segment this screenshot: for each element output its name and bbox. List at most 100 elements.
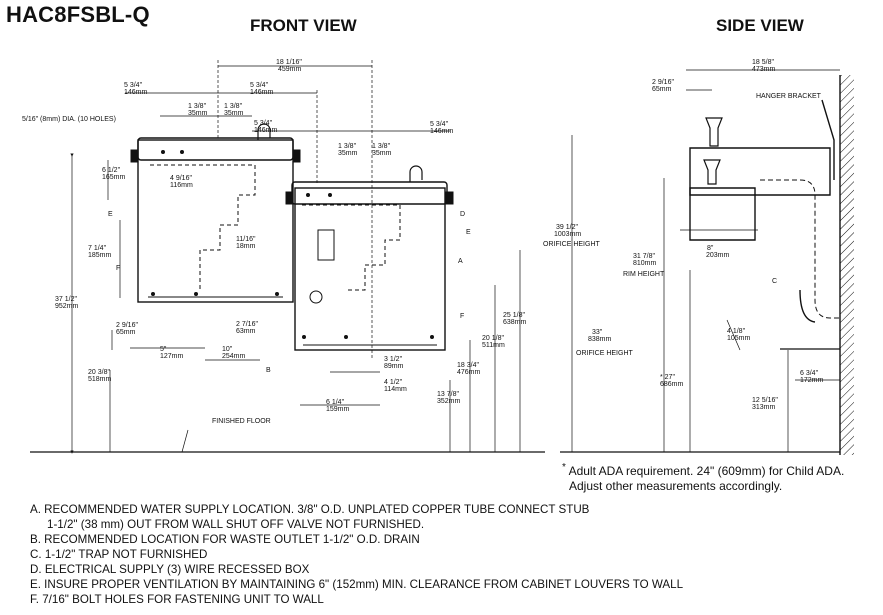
dim-lower-bolt-left-in: 1 3/8" — [338, 143, 357, 150]
dim-overall-width-in: 18 1/16" — [276, 59, 302, 66]
note-a: A. RECOMMENDED WATER SUPPLY LOCATION. 3/… — [30, 503, 590, 516]
dim-upper-unit-right-in: 5 3/4" — [254, 120, 273, 127]
dim-3-1-2-in: 3 1/2" — [384, 356, 403, 363]
callout-b: B — [266, 367, 271, 374]
dim-18-3-4-mm: 476mm — [457, 369, 481, 376]
bolt-hole — [344, 335, 348, 339]
dim-39-1-2-in: 39 1/2" — [556, 224, 578, 231]
dim-side-8-mm: 203mm — [706, 252, 730, 259]
bolt-hole — [161, 150, 165, 154]
dim-4-1-2-mm: 114mm — [384, 386, 407, 393]
callout-f-right: F — [460, 313, 464, 320]
dim-10-mm: 254mm — [222, 353, 246, 360]
dim-11-16-mm: 18mm — [236, 243, 256, 250]
callout-e-left: E — [108, 211, 113, 218]
lower-mounting-plate — [302, 204, 401, 291]
dim-31-7-8-mm: 810mm — [633, 260, 657, 267]
dim-20-3-8-mm: 518mm — [88, 376, 112, 383]
dim-27-in: * 27" — [660, 374, 675, 381]
note-c: C. 1-1/2" TRAP NOT FURNISHED — [30, 548, 208, 561]
dim-lower-bolt-right-mm: 35mm — [372, 150, 392, 157]
dim-6-1-2-in: 6 1/2" — [102, 167, 121, 174]
lower-bubbler-side — [703, 159, 721, 185]
dim-5-in: 5" — [160, 346, 167, 353]
dim-6-3-4-mm: 172mm — [800, 377, 824, 384]
dim-overall-width-mm: 459mm — [278, 66, 302, 73]
dim-13-7-8-mm: 352mm — [437, 398, 461, 405]
dim-upper-bolt-left-in: 1 3/8" — [188, 103, 207, 110]
note-f: F. 7/16" BOLT HOLES FOR FASTENING UNIT T… — [30, 593, 324, 606]
dim-upper-unit-right-mm: 146mm — [254, 127, 278, 134]
lower-right-bumper — [445, 191, 454, 205]
dim-4-1-8-mm: 105mm — [727, 335, 751, 342]
dim-33-note: ORIFICE HEIGHT — [576, 350, 634, 357]
dim-20-1-8-mm: 511mm — [482, 342, 505, 349]
dim-6-1-4-in: 6 1/4" — [326, 399, 345, 406]
dim-5-mm: 127mm — [160, 353, 184, 360]
dim-upper-left-in: 5 3/4" — [124, 82, 143, 89]
bolt-hole — [194, 292, 198, 296]
bolt-hole — [306, 193, 310, 197]
dim-3-1-2-mm: 89mm — [384, 363, 404, 370]
bolt-hole — [180, 150, 184, 154]
dim-upper-right-in: 5 3/4" — [250, 82, 269, 89]
dim-upper-right-mm: 146mm — [250, 89, 274, 96]
footnote-star: * — [562, 462, 566, 473]
dim-33-in: 33" — [592, 329, 603, 336]
drain-pipe — [760, 179, 840, 319]
upper-left-bumper — [130, 149, 139, 163]
dim-lower-right-mm: 146mm — [430, 128, 454, 135]
technical-drawing: 18 1/16" 459mm 5 3/4" 146mm 5 3/4" 146mm… — [22, 59, 854, 455]
upper-unit-side — [689, 147, 831, 196]
footnote-line-1: Adult ADA requirement. 24" (609mm) for C… — [568, 464, 845, 478]
bolt-hole — [151, 292, 155, 296]
callout-f-left: F — [116, 265, 120, 272]
note-d: D. ELECTRICAL SUPPLY (3) WIRE RECESSED B… — [30, 563, 310, 576]
dim-side-depth-mm: 473mm — [752, 66, 776, 73]
dim-side-2-9-16-mm: 65mm — [652, 86, 672, 93]
dim-2-7-16-in: 2 7/16" — [236, 321, 258, 328]
lower-unit-top — [291, 181, 448, 205]
installation-notes: A. RECOMMENDED WATER SUPPLY LOCATION. 3/… — [30, 502, 683, 607]
lower-left-bumper — [285, 191, 294, 205]
lower-bubbler-icon — [409, 165, 423, 182]
ada-footnote: * Adult ADA requirement. 24" (609mm) for… — [562, 460, 844, 494]
finished-floor-label: FINISHED FLOOR — [212, 418, 271, 425]
dim-39-1-2-mm: 1003mm — [554, 231, 581, 238]
dim-25-1-8-mm: 638mm — [503, 319, 527, 326]
dim-2-9-16-mm: 65mm — [116, 329, 136, 336]
dim-20-3-8-in: 20 3/8" — [88, 369, 110, 376]
dim-upper-bolt-right-in: 1 3/8" — [224, 103, 243, 110]
dim-10-in: 10" — [222, 346, 233, 353]
dim-6-3-4-in: 6 3/4" — [800, 370, 819, 377]
dim-27-mm: 686mm — [660, 381, 684, 388]
dim-4-1-8-in: 4 1/8" — [727, 328, 746, 335]
dim-11-16-in: 11/16" — [236, 236, 256, 243]
dim-lower-bolt-left-mm: 35mm — [338, 150, 358, 157]
dim-lower-right-in: 5 3/4" — [430, 121, 449, 128]
bolt-hole — [430, 335, 434, 339]
dim-4-9-16-mm: 116mm — [170, 182, 193, 189]
upper-unit-top — [137, 137, 294, 161]
note-e: E. INSURE PROPER VENTILATION BY MAINTAIN… — [30, 578, 684, 591]
dim-2-9-16-in: 2 9/16" — [116, 322, 138, 329]
dim-31-7-8-in: 31 7/8" — [633, 253, 655, 260]
hanger-bracket — [821, 99, 835, 180]
dim-6-1-4-mm: 159mm — [326, 406, 350, 413]
upper-bubbler-icon — [257, 123, 271, 140]
dim-side-2-9-16-in: 2 9/16" — [652, 79, 674, 86]
front-view-title: FRONT VIEW — [250, 16, 357, 35]
dim-7-1-4-in: 7 1/4" — [88, 245, 107, 252]
wall-hatch — [840, 75, 854, 455]
dim-side-depth-in: 18 5/8" — [752, 59, 774, 66]
waste-outlet — [309, 290, 323, 304]
note-a-continued: 1-1/2" (38 mm) OUT FROM WALL SHUT OFF VA… — [47, 518, 425, 531]
dim-upper-left-mm: 146mm — [124, 89, 148, 96]
bolt-hole — [302, 335, 306, 339]
dim-holes: 5/16" (8mm) DIA. (10 HOLES) — [22, 116, 116, 123]
side-view-title: SIDE VIEW — [716, 16, 804, 35]
dim-37-1-2-mm: 952mm — [55, 303, 79, 310]
footnote-line-2: Adjust other measurements accordingly. — [569, 479, 783, 493]
upper-unit-cabinet — [137, 139, 294, 303]
upper-right-bumper — [292, 149, 301, 163]
